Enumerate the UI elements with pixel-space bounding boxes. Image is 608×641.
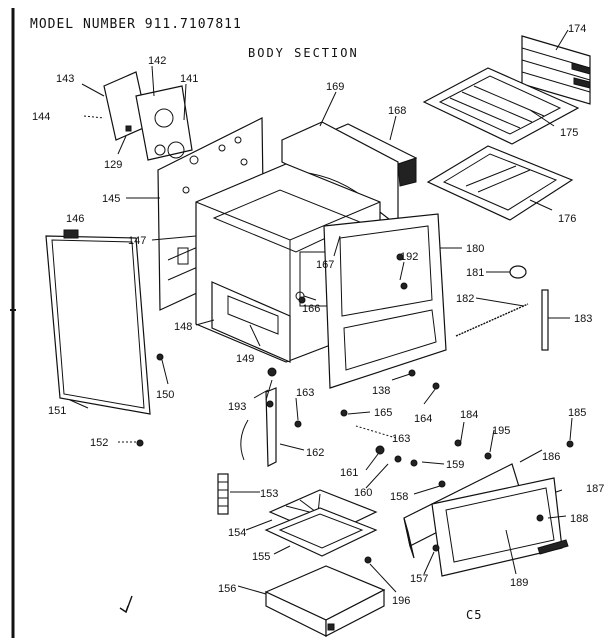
label-187: 187 (586, 483, 604, 495)
label-148: 148 (174, 321, 192, 333)
label-189: 189 (510, 577, 528, 589)
part-187-door-outer (431, 477, 563, 577)
label-145: 145 (102, 193, 120, 205)
label-149: 149 (236, 353, 254, 365)
part-176-top-tray (426, 145, 574, 221)
part-182-rod (455, 303, 529, 337)
label-138: 138 (372, 385, 390, 397)
label-156: 156 (218, 583, 236, 595)
part-155-broiler-pan (264, 507, 378, 557)
label-176: 176 (558, 213, 576, 225)
label-142: 142 (148, 55, 166, 67)
label-166: 166 (302, 303, 320, 315)
label-180: 180 (466, 243, 484, 255)
part-labels: 143 142 141 144 129 145 146 147 148 149 … (32, 23, 604, 607)
fasteners (136, 253, 574, 564)
label-157: 157 (410, 573, 428, 585)
page-code: C5 (466, 608, 483, 622)
part-153-spring (217, 473, 229, 515)
label-155: 155 (252, 551, 270, 563)
part-189-door-handle (537, 539, 569, 555)
label-168: 168 (388, 105, 406, 117)
leader-lines (69, 29, 573, 595)
part-183-bar (541, 289, 549, 351)
part-162-hinge (240, 387, 277, 467)
part-181-knob (509, 265, 527, 279)
label-165: 165 (374, 407, 392, 419)
label-161: 161 (340, 467, 358, 479)
label-143: 143 (56, 73, 74, 85)
part-180-front-frame (323, 213, 447, 389)
label-162: 162 (306, 447, 324, 459)
label-182: 182 (456, 293, 474, 305)
label-163b: 163 (392, 433, 410, 445)
part-141-143-bracket-cluster (103, 71, 193, 161)
part-151-side-panel (45, 229, 151, 415)
label-193: 193 (228, 401, 246, 413)
label-195: 195 (492, 425, 510, 437)
label-185: 185 (568, 407, 586, 419)
label-184: 184 (460, 409, 478, 421)
label-154: 154 (228, 527, 246, 539)
label-141: 141 (180, 73, 198, 85)
label-186: 186 (542, 451, 560, 463)
label-163a: 163 (296, 387, 314, 399)
label-152: 152 (90, 437, 108, 449)
part-156-drawer (264, 565, 386, 637)
label-188: 188 (570, 513, 588, 525)
label-169: 169 (326, 81, 344, 93)
label-129: 129 (104, 159, 122, 171)
label-153: 153 (260, 488, 278, 500)
label-144: 144 (32, 111, 50, 123)
label-175: 175 (560, 127, 578, 139)
label-164: 164 (414, 413, 432, 425)
section-title: BODY SECTION (248, 46, 359, 60)
label-192: 192 (400, 251, 418, 263)
label-196: 196 (392, 595, 410, 607)
label-146: 146 (66, 213, 84, 225)
label-158: 158 (390, 491, 408, 503)
label-167: 167 (316, 259, 334, 271)
label-160: 160 (354, 487, 372, 499)
model-number: MODEL NUMBER 911.7107811 (30, 17, 242, 32)
label-150: 150 (156, 389, 174, 401)
part-148-lower-panel (211, 281, 291, 363)
part-174-vent-grille (521, 35, 591, 105)
orientation-arrow-icon (119, 595, 133, 614)
label-159: 159 (446, 459, 464, 471)
label-174: 174 (568, 23, 586, 35)
label-183: 183 (574, 313, 592, 325)
label-181: 181 (466, 267, 484, 279)
label-151: 151 (48, 405, 66, 417)
label-147: 147 (128, 235, 146, 247)
